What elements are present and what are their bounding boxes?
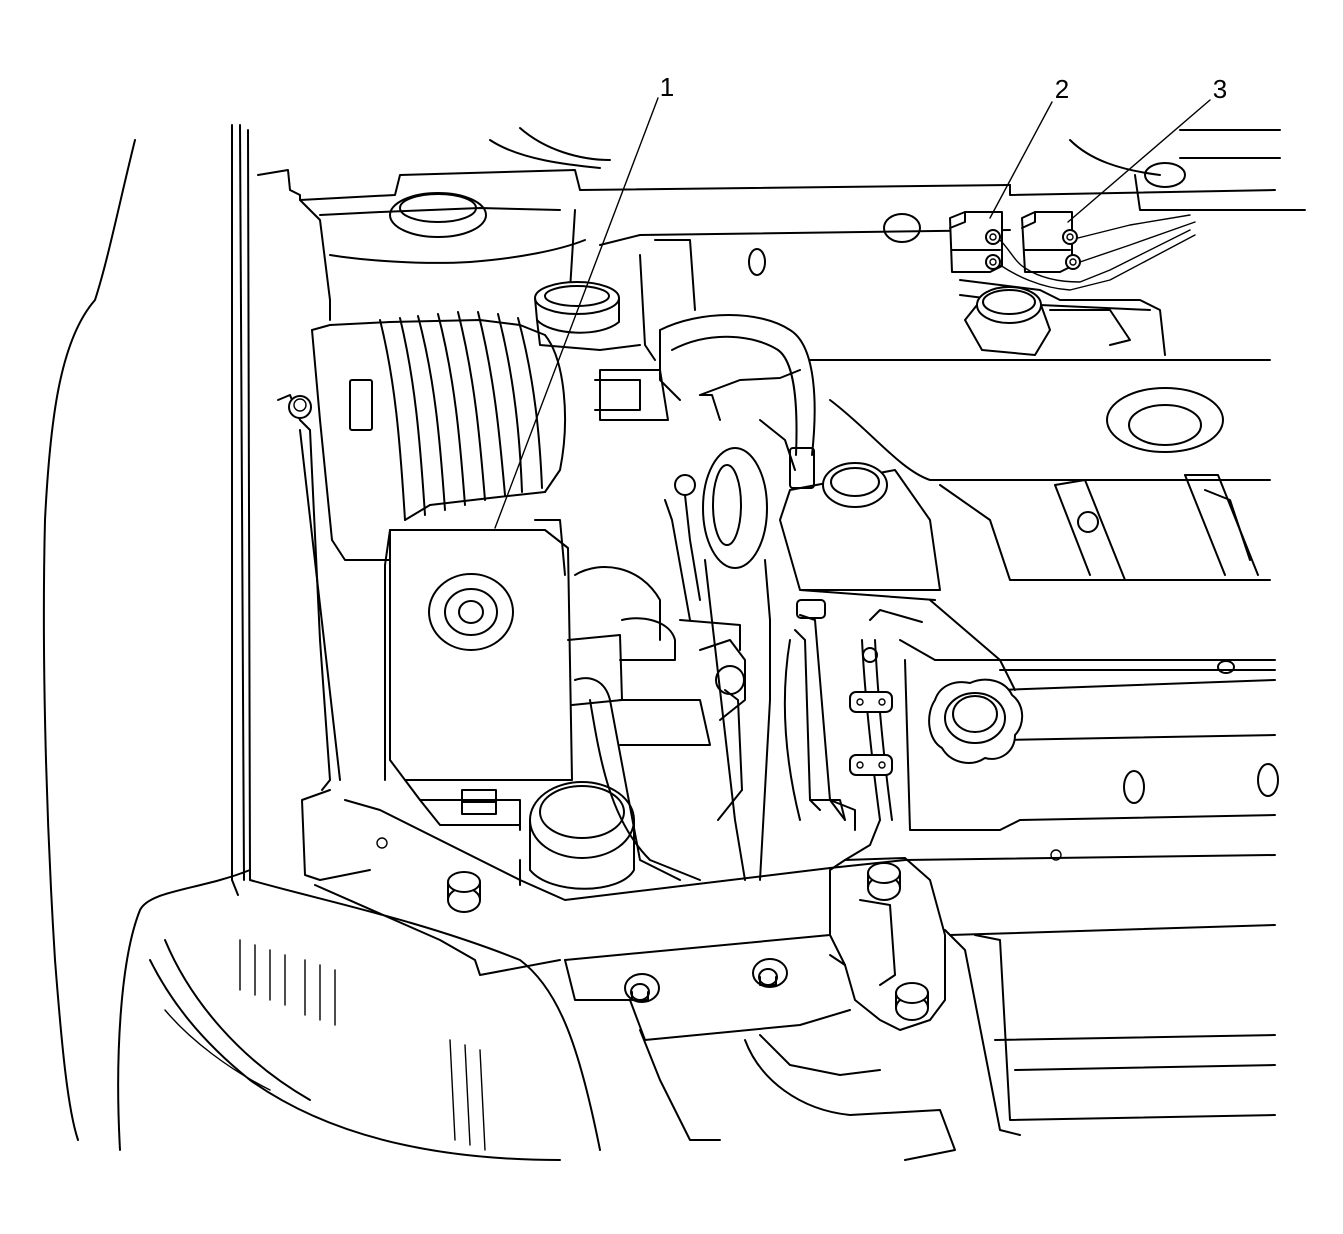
oil-filler-cap	[899, 639, 1024, 831]
leader-line-3	[1067, 99, 1211, 223]
bolt-lower-latch	[895, 982, 929, 1021]
upper-radiator-hose	[594, 314, 816, 489]
master-cylinder-area	[567, 474, 746, 881]
callout-3-label: 3	[1213, 74, 1227, 104]
callout-1-label: 1	[660, 72, 674, 102]
brake-pipe-fitting-block-right	[1021, 211, 1081, 273]
bolt-support-left-hole	[624, 973, 660, 1003]
coolant-filler-neck	[534, 281, 641, 351]
power-steering-reservoir	[964, 286, 1131, 356]
drive-belt	[702, 419, 796, 881]
hood-latch-bracket	[829, 857, 946, 1031]
bolt-left-support	[447, 871, 481, 913]
leader-line-2	[989, 101, 1053, 219]
coolant-recovery-tank	[779, 462, 941, 601]
air-intake-duct	[311, 311, 566, 561]
bolt-support-right-hole	[752, 958, 788, 988]
brake-pipe-fitting-block-left	[949, 211, 1003, 273]
callout-2-label: 2	[1055, 74, 1069, 104]
bolt-upper-latch	[867, 862, 901, 901]
cowl-panel	[257, 127, 1306, 361]
hood-hinge-bracket	[277, 379, 373, 791]
callout-leaders	[494, 97, 1211, 529]
heater-hose	[783, 599, 856, 831]
leader-line-1	[494, 97, 659, 529]
brake-fluid-reservoir	[519, 781, 635, 890]
headlamp-housing	[117, 869, 601, 1161]
fuse-block	[384, 519, 573, 831]
left-fender	[42, 124, 251, 1141]
radiator-support	[301, 789, 1276, 1161]
dipstick-tube	[844, 609, 923, 861]
